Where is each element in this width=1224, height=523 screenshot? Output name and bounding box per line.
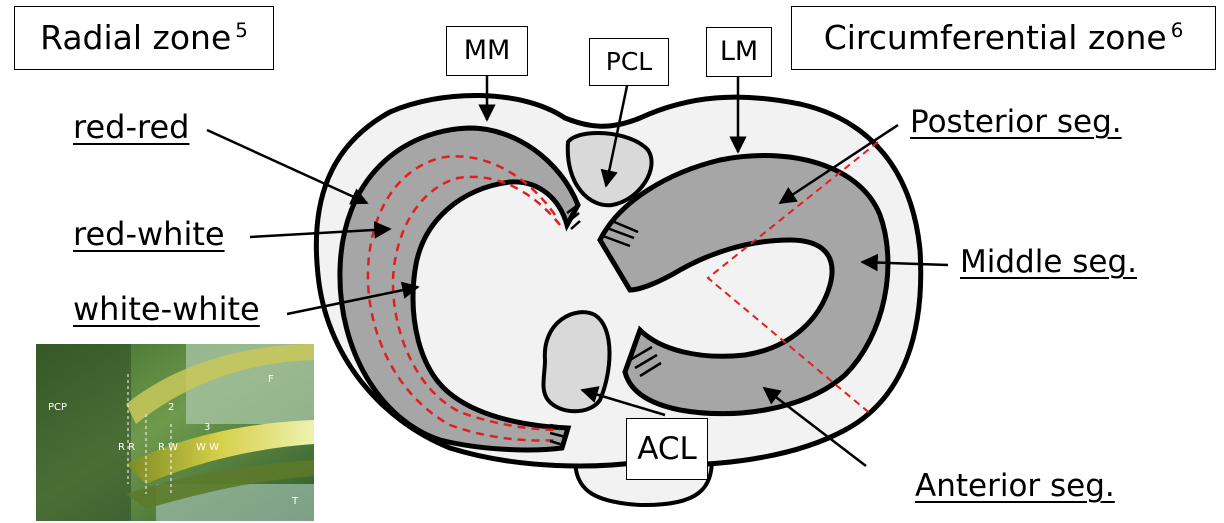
red-red-label: red-red (73, 108, 189, 146)
histology-image: PCP F T 2 3 R R R W W W (36, 344, 314, 521)
anterior-seg-label: Anterior seg. (915, 468, 1115, 504)
red-white-label: red-white (73, 215, 225, 253)
lm-label: LM (706, 27, 772, 77)
circumferential-zone-text: Circumferential zone (824, 18, 1167, 57)
circumferential-zone-ref: 6 (1171, 19, 1184, 42)
radial-zone-ref: 5 (235, 19, 248, 42)
acl-label: ACL (626, 418, 708, 480)
photo-label-ww: W W (196, 442, 219, 453)
photo-label-2: 2 (168, 402, 174, 413)
mm-label: MM (446, 26, 528, 76)
photo-label-pcp: PCP (48, 402, 67, 413)
white-white-label: white-white (73, 290, 260, 328)
pcl-label: PCL (589, 38, 669, 86)
photo-label-t: T (291, 496, 299, 507)
histology-photo: PCP F T 2 3 R R R W W W (36, 344, 314, 521)
radial-zone-text: Radial zone (40, 18, 231, 57)
photo-label-rw: R W (158, 442, 178, 453)
photo-label-3: 3 (204, 422, 210, 433)
posterior-seg-label: Posterior seg. (910, 104, 1122, 140)
photo-label-rr: R R (118, 442, 135, 453)
middle-seg-label: Middle seg. (960, 244, 1137, 280)
photo-label-f: F (268, 374, 274, 385)
